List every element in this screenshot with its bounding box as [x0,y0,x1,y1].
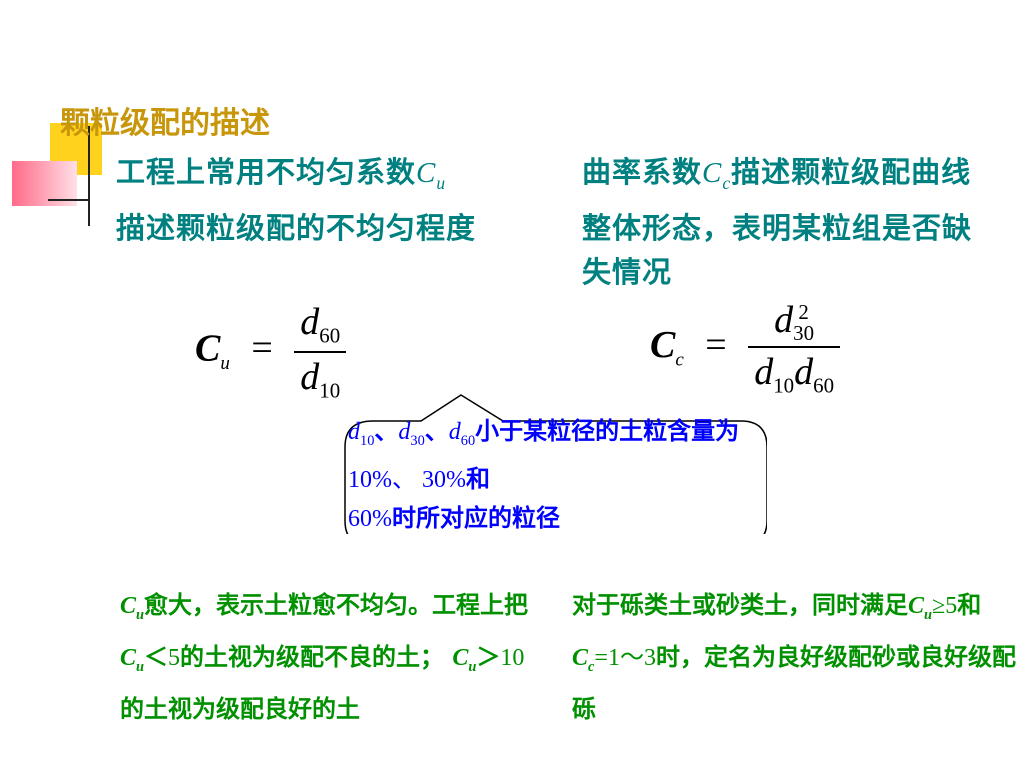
cu-interpretation: Cu愈大，表示土粒愈不均匀。工程上把Cu＜5的土视为级配不良的土； Cu＞10的… [120,590,529,723]
cu-desc-symbol: C [416,157,437,189]
slide-title: 颗粒级配的描述 [60,106,270,141]
formula-cc-equals: = [705,324,727,367]
formula-cu: Cu = d60 d10 [195,300,347,403]
formula-cu-fraction: d60 d10 [294,300,347,403]
cc-description: 曲率系数Cc描述颗粒级配曲线整体形态，表明某粒组是否缺失情况 [582,150,982,294]
decor-red-square [12,161,77,206]
cc-desc-symbol: C [702,157,723,189]
formula-cu-denominator: d10 [300,355,341,403]
cu-desc-part1: 工程上常用不均匀系数 [116,155,417,189]
cc-desc-symbol-sub: c [722,172,732,193]
cu-desc-symbol-sub: u [436,172,447,193]
formula-cc-lhs-sub: c [675,349,684,371]
cc-desc-part2: 描述颗粒级配曲线整体形态，表明某粒组是否缺失情况 [582,155,973,289]
callout-text-3: 时所对应的粒径 [392,502,560,532]
formula-cc-denominator: d10d60 [754,351,835,398]
cu-desc-part2: 描述颗粒级配的不均匀程度 [116,210,477,245]
cu-description: 工程上常用不均匀系数Cu 描述颗粒级配的不均匀程度 [116,150,476,250]
formula-cc-lhs: C [650,324,676,367]
decor-vertical-line [88,126,90,226]
formula-cu-lhs-sub: u [220,352,230,374]
formula-cu-numerator: d60 [300,301,341,348]
callout-bubble [344,394,767,534]
callout-text-2: 和 [465,463,490,493]
formula-cu-equals: = [251,327,273,370]
well-graded-criteria: 对于砾类土或砂类土，同时满足Cu≥5和Cc=1～3时，定名为良好级配砂或良好级配… [572,590,1016,723]
formula-cu-fraction-bar [294,350,347,353]
cc-desc-part1: 曲率系数 [582,155,703,189]
formula-cu-lhs: C [195,327,221,370]
callout-text-1: 小于某粒径的土粒含量为 [475,416,740,445]
formula-cc-fraction-bar [748,346,841,349]
decor-horizontal-line [48,199,90,201]
callout-value-1: 10%、 30% [348,466,466,493]
callout-value-2: 60% [348,505,392,532]
